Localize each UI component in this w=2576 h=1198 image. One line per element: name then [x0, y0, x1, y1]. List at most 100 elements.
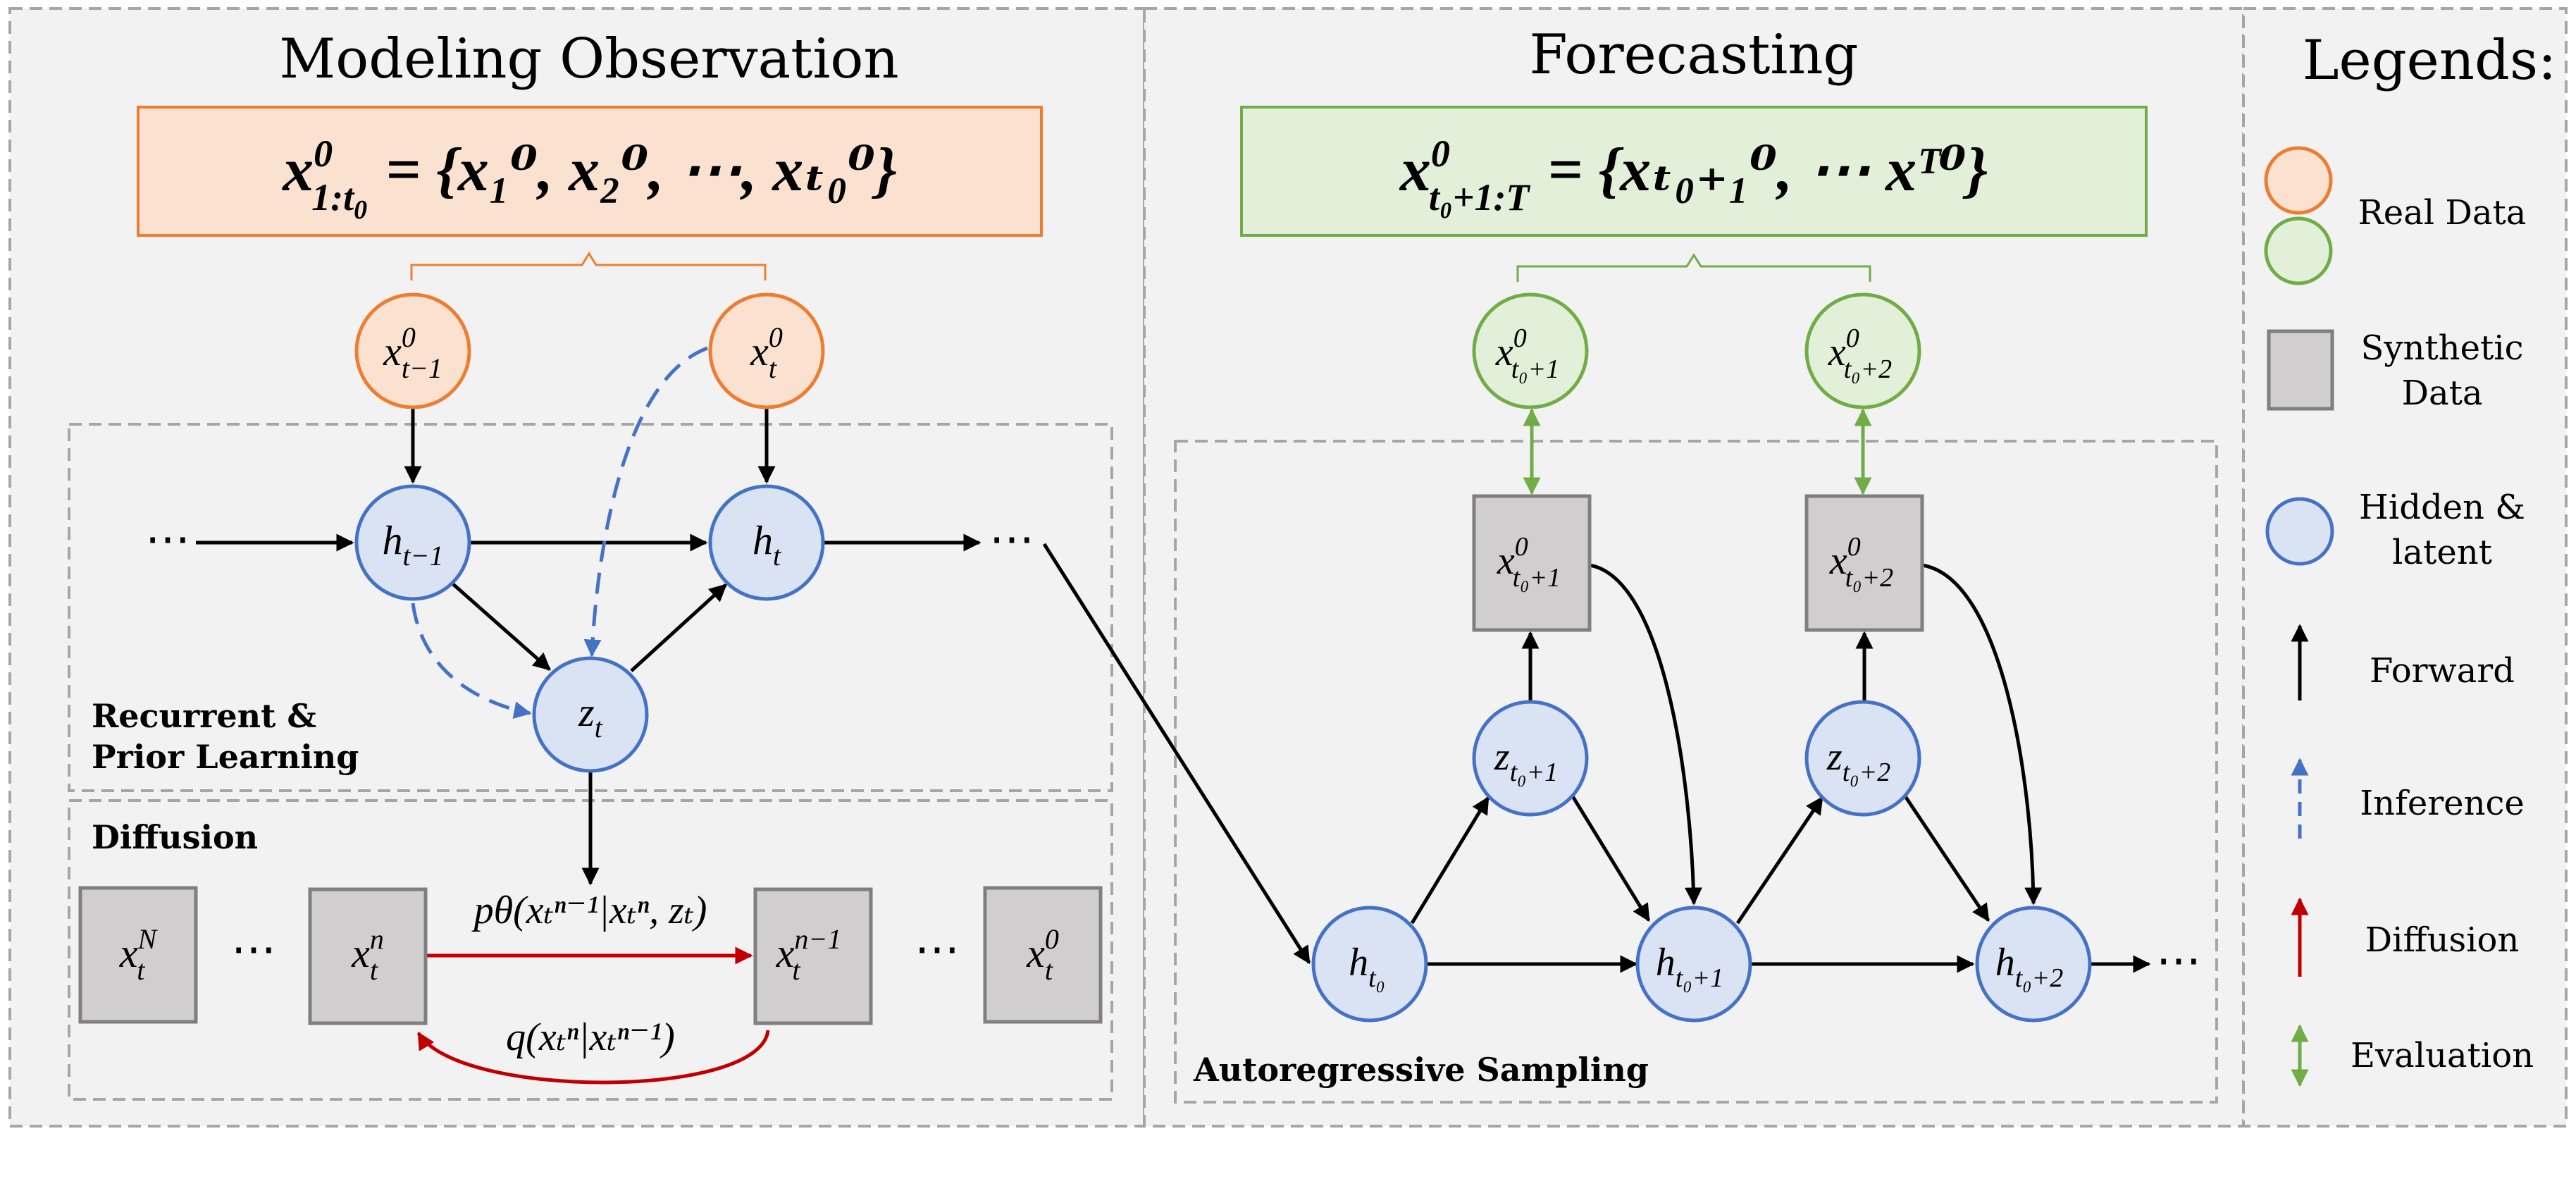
node-z-t0-plus-1-sub: t₀+1 — [1510, 758, 1558, 787]
ellipsis-left: ⋯ — [145, 513, 190, 565]
node-x-t-minus-1 — [354, 292, 471, 409]
node-x-t0-plus-1-syn-sup: 0 — [1515, 532, 1528, 562]
svg-text:xnt: xnt — [351, 923, 384, 986]
svg-text:zt: zt — [578, 689, 603, 743]
node-x-t0-plus-1-real-base: x — [1495, 331, 1513, 374]
svg-text:ht₀+1: ht₀+1 — [1656, 941, 1723, 993]
legend-synthetic-label-1: Synthetic — [2360, 328, 2523, 368]
node-x-t0-plus-2-real-sup: 0 — [1846, 323, 1859, 353]
node-x-t0-plus-2-syn-sup: 0 — [1847, 532, 1861, 562]
forecast-equation-box — [1240, 106, 2148, 237]
node-x-t-0-base: x — [1026, 930, 1045, 976]
legend-real-green-icon — [2264, 216, 2333, 285]
node-x-t0-plus-1-syn-sub: t₀+1 — [1513, 563, 1561, 593]
node-h-t0-plus-1-sub: t₀+1 — [1676, 963, 1723, 993]
svg-text:x0t: x0t — [1026, 923, 1059, 986]
node-x-t-n — [308, 887, 428, 1025]
fc-eq-rhs: = {xₜ₀₊₁⁰, ⋯ xᵀ⁰} — [1547, 136, 1988, 204]
obs-eq-rhs: = {x₁⁰, x₂⁰, ⋯, xₜ₀⁰} — [385, 136, 897, 204]
node-x-t-n-minus-1-base: x — [776, 930, 795, 976]
edge-dots-to-h-t0 — [1042, 543, 1311, 965]
node-x-t-minus-1-sub: t−1 — [402, 352, 442, 384]
ellipsis-forecast: ⋯ — [2156, 934, 2201, 987]
node-x-t0-plus-2-syn-sub: t₀+2 — [1845, 563, 1893, 593]
node-x-t-0-sup: 0 — [1045, 923, 1059, 955]
node-h-t-sub: t — [773, 540, 781, 572]
node-x-t-N-sub: t — [137, 954, 145, 986]
node-h-t-minus-1 — [354, 484, 471, 601]
modeling-edges — [196, 346, 1311, 1085]
svg-text:ht₀+2: ht₀+2 — [1995, 941, 2063, 993]
node-x-t0-plus-2-real — [1804, 292, 1921, 409]
svg-text:x0t: x0t — [750, 321, 783, 384]
node-x-t-N-sup: N — [137, 923, 159, 955]
ellipsis-diffusion-left: ⋯ — [231, 923, 276, 975]
node-x-t-n-minus-1 — [753, 887, 873, 1025]
recurrent-label-line1: Recurrent & — [92, 697, 316, 735]
edge-z-t-to-h-t — [630, 583, 727, 672]
node-z-t0-plus-2-base: z — [1826, 735, 1843, 779]
fc-eq-lhs-sup: 0 — [1431, 132, 1450, 175]
legend-inference-label: Inference — [2360, 784, 2525, 823]
node-h-t0-plus-1 — [1635, 906, 1752, 1023]
node-z-t0-plus-2-sub: t₀+2 — [1843, 758, 1890, 787]
diffusion-reverse-arrow — [416, 1030, 770, 1085]
diffusion-label: Diffusion — [92, 818, 258, 856]
legend-real-orange-icon — [2264, 146, 2333, 215]
edge-x-t0-2-to-h-t0-2 — [1921, 563, 2043, 906]
svg-text:ht: ht — [753, 517, 781, 572]
node-z-t-sub: t — [595, 712, 603, 743]
forecast-brace — [1516, 253, 1871, 282]
node-x-t-0 — [983, 886, 1103, 1024]
legend-hidden-icon — [2265, 497, 2334, 566]
legend-evaluation-label: Evaluation — [2351, 1036, 2534, 1075]
node-x-t-base: x — [750, 328, 769, 374]
node-x-t-minus-1-sup: 0 — [402, 321, 416, 353]
node-x-t0-plus-2-real-sub: t₀+2 — [1844, 354, 1892, 384]
node-x-t-n-minus-1-sub: t — [792, 954, 800, 986]
legend-real-data-label: Real Data — [2358, 193, 2527, 233]
node-x-t-n-sup: n — [370, 923, 384, 955]
node-h-t0-plus-2-sub: t₀+2 — [2015, 963, 2063, 993]
node-x-t0-plus-1-real — [1472, 292, 1589, 409]
node-x-t-sub: t — [769, 352, 777, 384]
node-h-t0-sub: t₀ — [1368, 963, 1385, 993]
legend-hidden-label-1: Hidden & — [2359, 488, 2525, 527]
inference-x-t-to-z-t — [583, 346, 708, 657]
legend-synthetic-label-2: Data — [2401, 373, 2482, 413]
obs-eq-lhs-sup: 0 — [314, 132, 333, 175]
legends-title: Legends: — [2303, 29, 2557, 92]
legend-diffusion-label: Diffusion — [2365, 920, 2520, 960]
obs-eq-lhs-sub: 1:t — [311, 176, 355, 218]
q-label: q(xₜⁿ|xₜⁿ⁻¹) — [506, 1015, 675, 1059]
svg-text:zt₀+2: zt₀+2 — [1826, 735, 1890, 787]
edge-z-t0-2-to-h-t0-2 — [1903, 795, 1990, 922]
node-h-t-base: h — [753, 517, 773, 563]
edge-h-t0-1-to-z-t0-2 — [1735, 796, 1824, 925]
node-z-t — [532, 656, 649, 773]
node-h-t-minus-1-sub: t−1 — [402, 540, 443, 572]
forecasting-title: Forecasting — [1530, 23, 1859, 87]
node-x-t0-plus-2-syn — [1804, 494, 1924, 632]
node-z-t0-plus-2 — [1804, 700, 1921, 817]
node-h-t0-plus-2-base: h — [1995, 941, 2015, 984]
fc-eq-lhs: x — [1399, 136, 1431, 204]
p-theta-label: pθ(xₜⁿ⁻¹|xₜⁿ, zₜ) — [471, 889, 707, 932]
node-x-t0-plus-2-real-base: x — [1828, 331, 1846, 374]
svg-text:ht₀: ht₀ — [1349, 941, 1385, 993]
legend-synthetic-icon — [2267, 329, 2334, 411]
autoregressive-label: Autoregressive Sampling — [1193, 1051, 1649, 1089]
recurrent-prior-box — [68, 423, 1113, 792]
edge-x-t0-1-to-h-t0-1 — [1589, 563, 1702, 906]
node-h-t0-plus-1-base: h — [1656, 941, 1676, 984]
obs-eq-lhs-sub2: 0 — [354, 195, 367, 225]
node-x-t0-plus-1-syn — [1472, 494, 1592, 632]
edge-z-t0-1-to-h-t0-1 — [1571, 795, 1651, 922]
legends: Real Data Synthetic Data Hidden & latent… — [2264, 146, 2534, 1087]
